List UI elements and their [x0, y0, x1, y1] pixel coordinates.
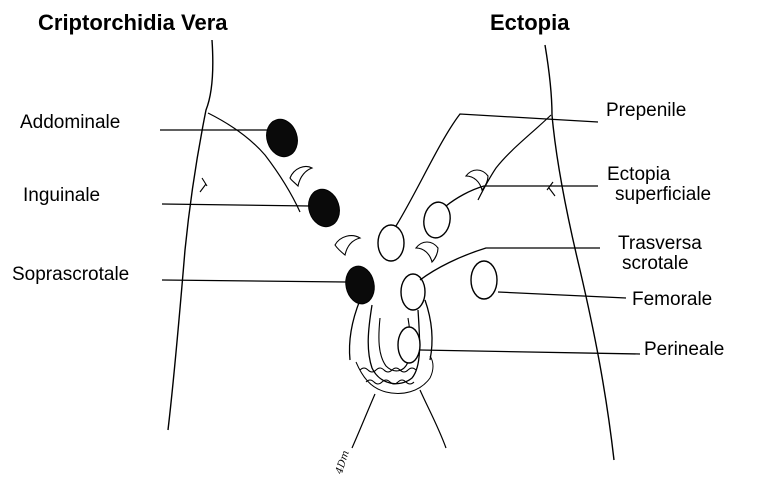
label-perineale: Perineale	[644, 340, 724, 360]
label-soprascrotale: Soprascrotale	[12, 265, 129, 285]
right-canal-mark-lower	[416, 242, 438, 262]
leader-inguinale	[162, 204, 310, 206]
heading-criptorchidia-vera: Criptorchidia Vera	[38, 12, 228, 34]
leader-perineale	[420, 350, 640, 354]
left-canal-mark-upper	[290, 166, 312, 186]
testis-ectopia-superficiale	[421, 200, 453, 240]
heading-ectopia: Ectopia	[490, 12, 569, 34]
leader-trasversa-scrotale	[420, 248, 600, 280]
left-body-contour	[168, 40, 213, 430]
leader-ectopia-superficiale	[446, 186, 598, 206]
right-body-contour	[545, 45, 614, 460]
label-inguinale: Inguinale	[23, 186, 100, 206]
right-fold-mark	[547, 182, 555, 196]
penis-left-edge	[349, 300, 360, 360]
testis-femorale	[471, 261, 497, 299]
label-ectopia-superficiale: Ectopia superficiale	[605, 165, 745, 205]
label-trasversa-scrotale-line1: Trasversa	[618, 234, 702, 254]
right-inguinal-crease	[478, 115, 551, 200]
label-prepenile: Prepenile	[606, 101, 686, 121]
leader-prepenile	[396, 114, 598, 226]
right-canal-mark-upper	[466, 170, 488, 190]
scrotal-rugae	[356, 356, 433, 393]
leader-soprascrotale	[162, 280, 346, 282]
label-addominale: Addominale	[20, 113, 120, 133]
perineum-right-line	[420, 390, 446, 448]
label-femorale: Femorale	[632, 290, 712, 310]
testis-prepenile	[378, 225, 404, 261]
label-ectopia-superficiale-line1: Ectopia	[605, 165, 745, 185]
left-canal-mark-lower	[335, 236, 360, 255]
leader-femorale	[498, 292, 626, 298]
testis-inguinale	[304, 185, 344, 230]
left-fold-mark	[200, 178, 207, 192]
label-trasversa-scrotale: Trasversa scrotale	[618, 234, 702, 274]
testis-soprascrotale	[342, 264, 377, 307]
testis-addominale	[262, 115, 302, 160]
label-trasversa-scrotale-line2: scrotale	[618, 254, 702, 274]
label-ectopia-superficiale-line2: superficiale	[605, 185, 745, 205]
penis-right-edge	[425, 300, 432, 360]
testis-perineale	[398, 327, 420, 363]
perineum-left-line	[352, 394, 375, 448]
